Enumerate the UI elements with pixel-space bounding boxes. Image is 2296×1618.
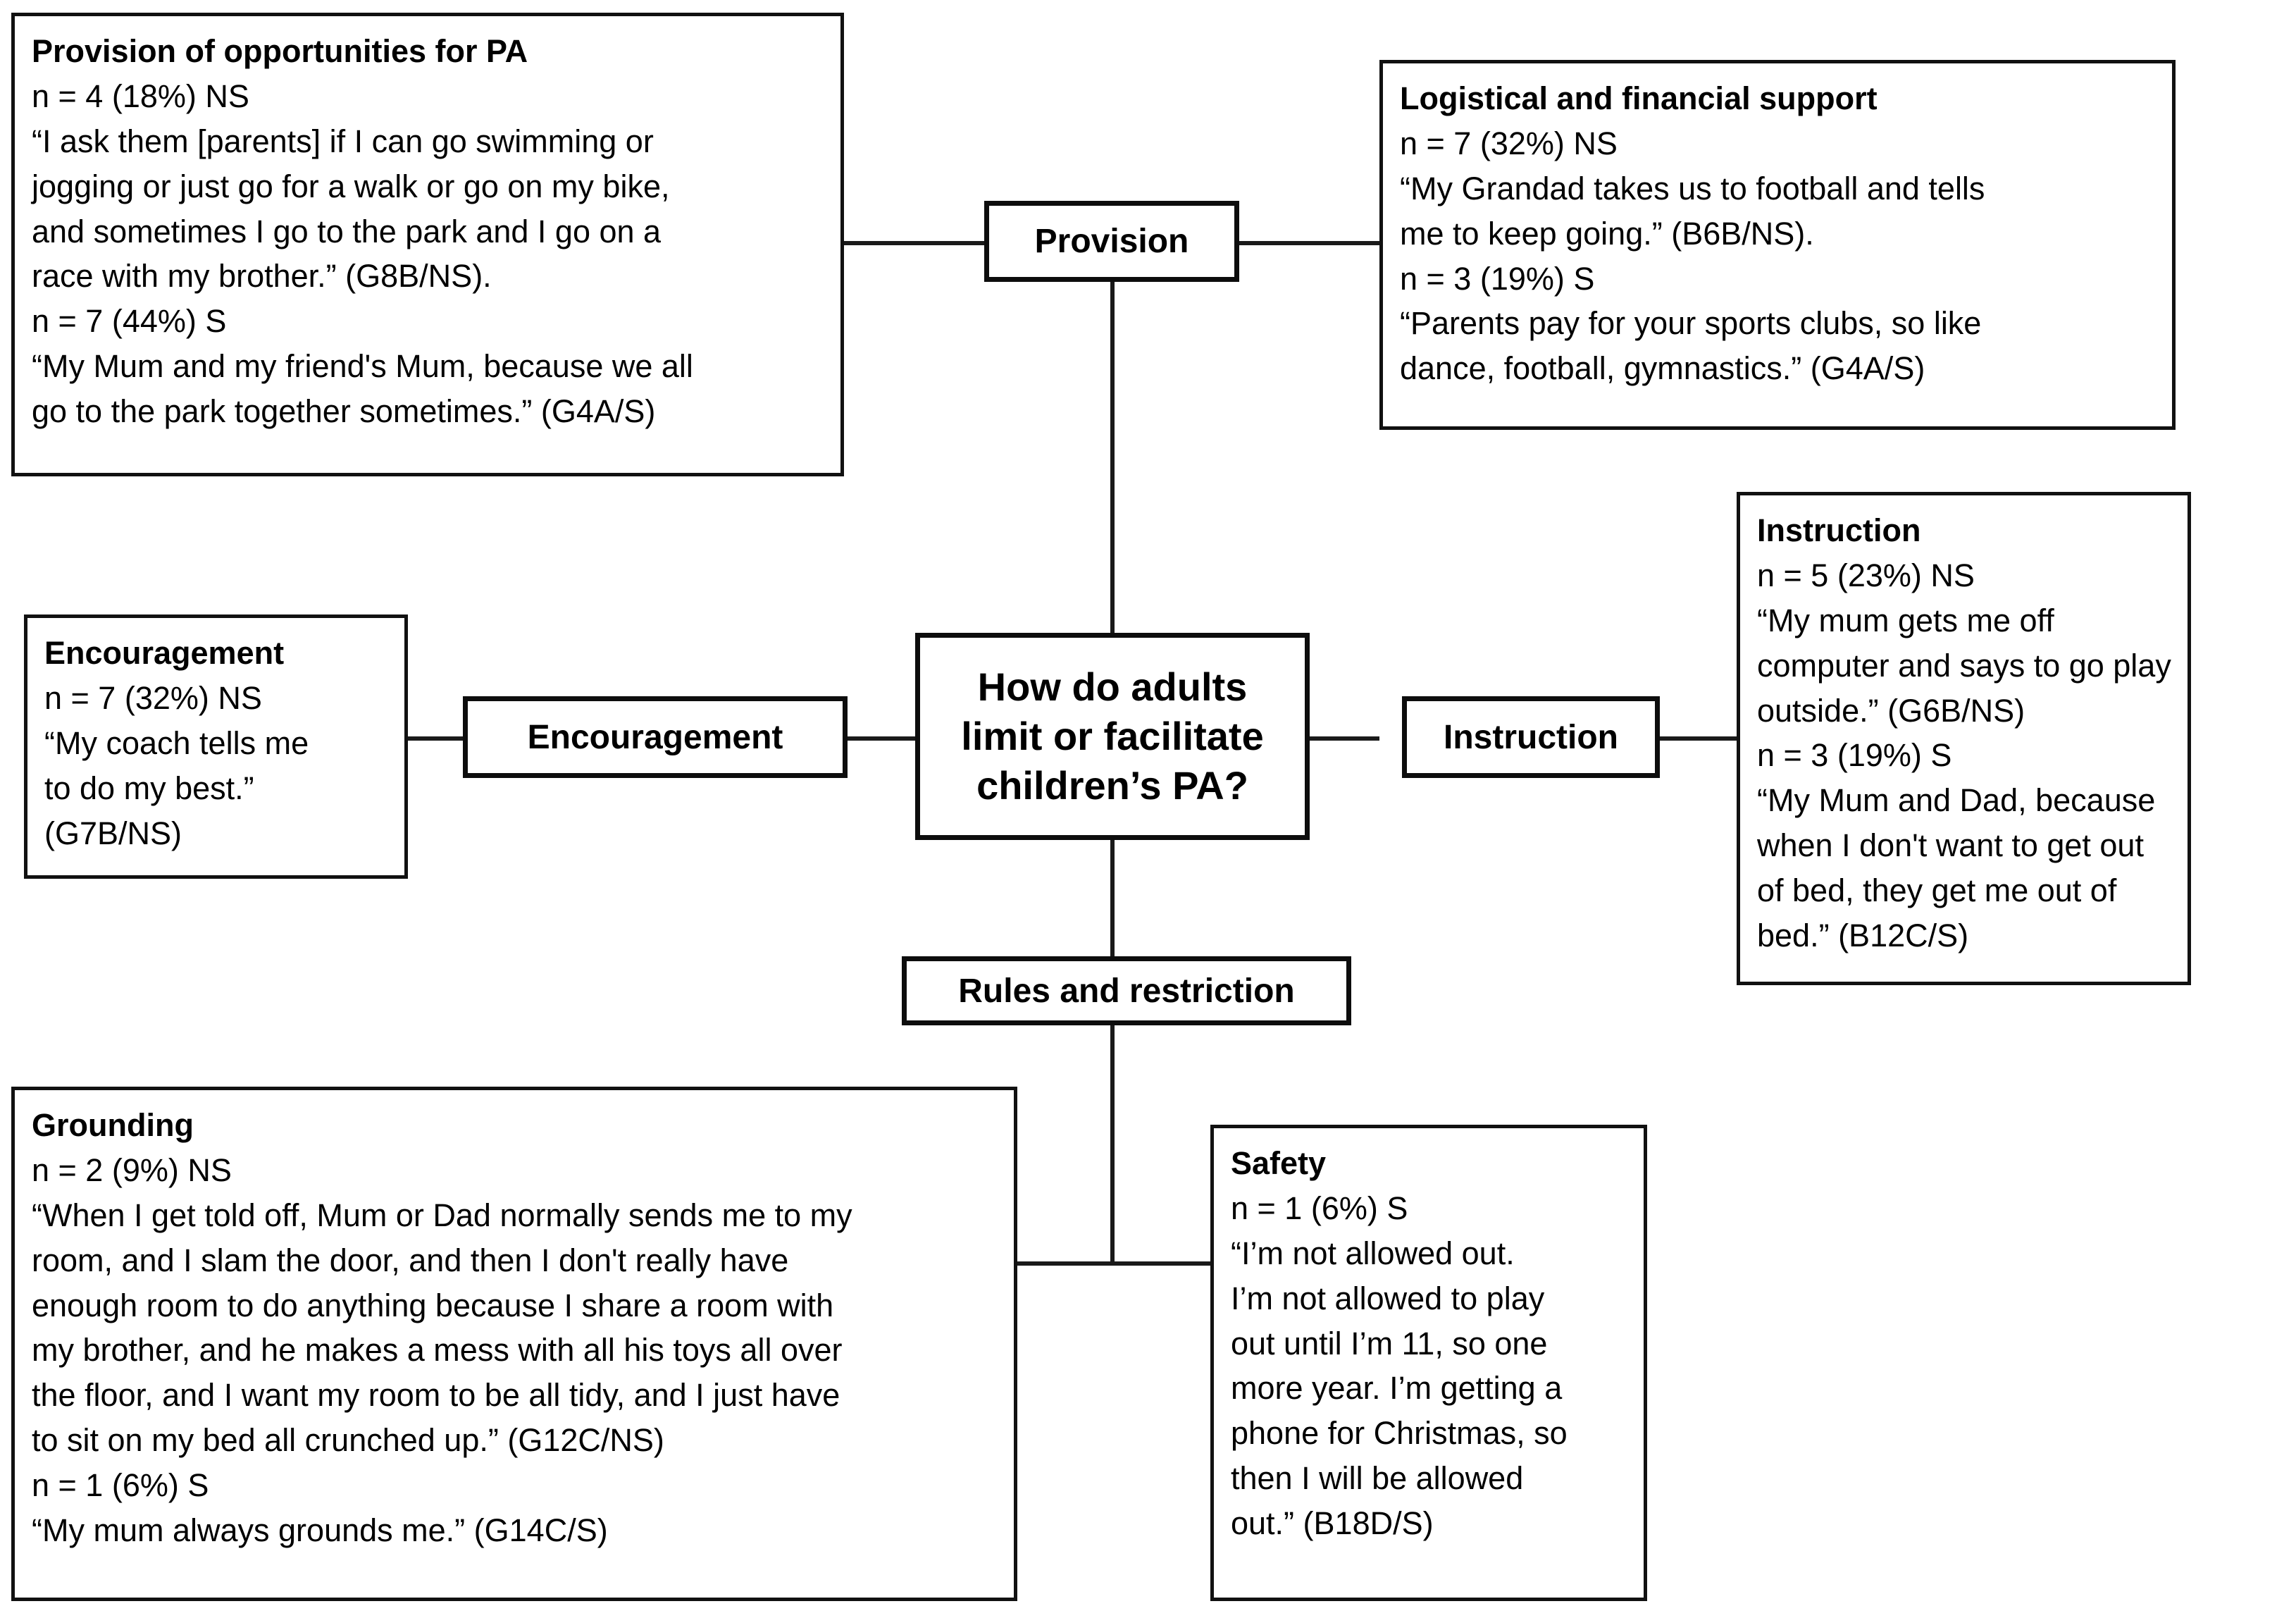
detail-stat-s: n = 1 (6%) S bbox=[32, 1467, 209, 1504]
connector-rules-up bbox=[1110, 839, 1115, 958]
detail-quote-s-line-1: “Parents pay for your sports clubs, so l… bbox=[1400, 305, 1982, 342]
detail-quote-ns-line-1: “My Grandad takes us to football and tel… bbox=[1400, 170, 1985, 206]
detail-quote-s-line-4: bed.” (B12C/S) bbox=[1757, 918, 1969, 954]
detail-box-safety: Safety n = 1 (6%) S “I’m not allowed out… bbox=[1210, 1125, 1647, 1601]
detail-quote-s-line-1: “My Mum and my friend's Mum, because we … bbox=[32, 348, 693, 385]
detail-quote-ns-line-6: to sit on my bed all crunched up.” (G12C… bbox=[32, 1422, 664, 1459]
theme-node-label: Encouragement bbox=[527, 718, 783, 756]
detail-stat-s: n = 1 (6%) S bbox=[1231, 1190, 1408, 1226]
detail-quote-ns-line-2: me to keep going.” (B6B/NS). bbox=[1400, 215, 1814, 252]
detail-stat-ns: n = 2 (9%) NS bbox=[32, 1151, 232, 1188]
detail-quote-s-line-2: when I don't want to get out bbox=[1757, 827, 2144, 864]
detail-quote-s-line-2: dance, football, gymnastics.” (G4A/S) bbox=[1400, 350, 1925, 387]
detail-stat-s: n = 3 (19%) S bbox=[1757, 737, 1952, 774]
central-question-line-2: limit or facilitate bbox=[961, 714, 1264, 758]
central-question-node[interactable]: How do adults limit or facilitate childr… bbox=[915, 633, 1310, 840]
detail-title: Safety bbox=[1231, 1145, 1327, 1181]
detail-stat-ns: n = 7 (32%) NS bbox=[1400, 125, 1618, 161]
detail-stat-s: n = 3 (19%) S bbox=[1400, 260, 1595, 297]
detail-quote-ns-line-1: “My coach tells me bbox=[44, 724, 309, 761]
detail-box-instruction: Instruction n = 5 (23%) NS “My mum gets … bbox=[1737, 492, 2191, 985]
central-question-line-1: How do adults bbox=[977, 665, 1248, 709]
detail-quote-ns-line-4: my brother, and he makes a mess with all… bbox=[32, 1332, 843, 1369]
detail-box-logistical-support: Logistical and financial support n = 7 (… bbox=[1379, 60, 2176, 430]
connector-encouragement-right bbox=[845, 736, 917, 741]
detail-quote-s-line-7: out.” (B18D/S) bbox=[1231, 1505, 1434, 1542]
theme-node-label: Instruction bbox=[1444, 718, 1618, 756]
detail-quote-s-line-5: phone for Christmas, so bbox=[1231, 1415, 1568, 1452]
theme-node-encouragement[interactable]: Encouragement bbox=[463, 696, 848, 778]
connector-encouragement-left bbox=[407, 736, 465, 741]
detail-quote-s-line-3: of bed, they get me out of bbox=[1757, 872, 2117, 909]
detail-quote-ns-line-1: “When I get told off, Mum or Dad normall… bbox=[32, 1197, 852, 1233]
detail-stat-ns: n = 7 (32%) NS bbox=[44, 679, 262, 716]
connector-instruction-left bbox=[1309, 736, 1379, 741]
detail-quote-ns-line-3: enough room to do anything because I sha… bbox=[32, 1287, 834, 1323]
detail-quote-s-line-2: I’m not allowed to play bbox=[1231, 1280, 1545, 1316]
detail-quote-ns-line-2: jogging or just go for a walk or go on m… bbox=[32, 168, 670, 204]
detail-quote-s-line-4: more year. I’m getting a bbox=[1231, 1370, 1563, 1407]
detail-title: Encouragement bbox=[44, 635, 285, 671]
detail-quote-ns-line-3: and sometimes I go to the park and I go … bbox=[32, 213, 662, 249]
connector-provision-down bbox=[1110, 282, 1115, 634]
central-question-line-3: children’s PA? bbox=[976, 763, 1248, 808]
detail-quote-s-line-1: “My Mum and Dad, because bbox=[1757, 782, 2156, 819]
theme-node-label: Provision bbox=[1034, 223, 1189, 260]
detail-title: Provision of opportunities for PA bbox=[32, 33, 528, 69]
detail-quote-ns-line-3: (G7B/NS) bbox=[44, 815, 182, 851]
detail-box-provision-opportunities: Provision of opportunities for PA n = 4 … bbox=[11, 13, 844, 476]
detail-quote-ns-line-5: the floor, and I want my room to be all … bbox=[32, 1377, 840, 1414]
connector-rules-down bbox=[1110, 1022, 1115, 1265]
theme-node-provision[interactable]: Provision bbox=[984, 201, 1239, 282]
connector-provision-right bbox=[1239, 241, 1383, 245]
detail-title: Logistical and financial support bbox=[1400, 80, 1878, 116]
connector-provision-left bbox=[843, 241, 987, 245]
detail-quote-ns-line-3: outside.” (G6B/NS) bbox=[1757, 692, 2025, 729]
detail-quote-ns-line-1: “I ask them [parents] if I can go swimmi… bbox=[32, 123, 654, 159]
detail-stat-s: n = 7 (44%) S bbox=[32, 303, 227, 340]
detail-box-encouragement: Encouragement n = 7 (32%) NS “My coach t… bbox=[24, 615, 408, 879]
detail-quote-s-line-6: then I will be allowed bbox=[1231, 1460, 1524, 1497]
detail-box-grounding: Grounding n = 2 (9%) NS “When I get told… bbox=[11, 1087, 1017, 1601]
theme-node-label: Rules and restriction bbox=[958, 972, 1295, 1010]
detail-quote-ns-line-2: room, and I slam the door, and then I do… bbox=[32, 1242, 789, 1278]
detail-quote-ns-line-4: race with my brother.” (G8B/NS). bbox=[32, 258, 492, 295]
detail-quote-s-line-3: out until I’m 11, so one bbox=[1231, 1325, 1548, 1361]
detail-title: Grounding bbox=[32, 1107, 194, 1143]
detail-quote-s-line-1: “My mum always grounds me.” (G14C/S) bbox=[32, 1512, 608, 1549]
detail-quote-s-line-1: “I’m not allowed out. bbox=[1231, 1235, 1515, 1271]
detail-quote-s-line-2: go to the park together sometimes.” (G4A… bbox=[32, 393, 656, 430]
detail-quote-ns-line-2: computer and says to go play bbox=[1757, 647, 2171, 684]
detail-stat-ns: n = 4 (18%) NS bbox=[32, 78, 249, 114]
detail-quote-ns-line-1: “My mum gets me off bbox=[1757, 602, 2054, 638]
theme-node-instruction[interactable]: Instruction bbox=[1402, 696, 1660, 778]
connector-rules-split bbox=[1014, 1261, 1215, 1266]
detail-title: Instruction bbox=[1757, 512, 1921, 548]
detail-stat-ns: n = 5 (23%) NS bbox=[1757, 557, 1975, 593]
theme-node-rules-and-restriction[interactable]: Rules and restriction bbox=[902, 956, 1351, 1025]
detail-quote-ns-line-2: to do my best.” bbox=[44, 770, 254, 806]
connector-instruction-right bbox=[1657, 736, 1740, 741]
